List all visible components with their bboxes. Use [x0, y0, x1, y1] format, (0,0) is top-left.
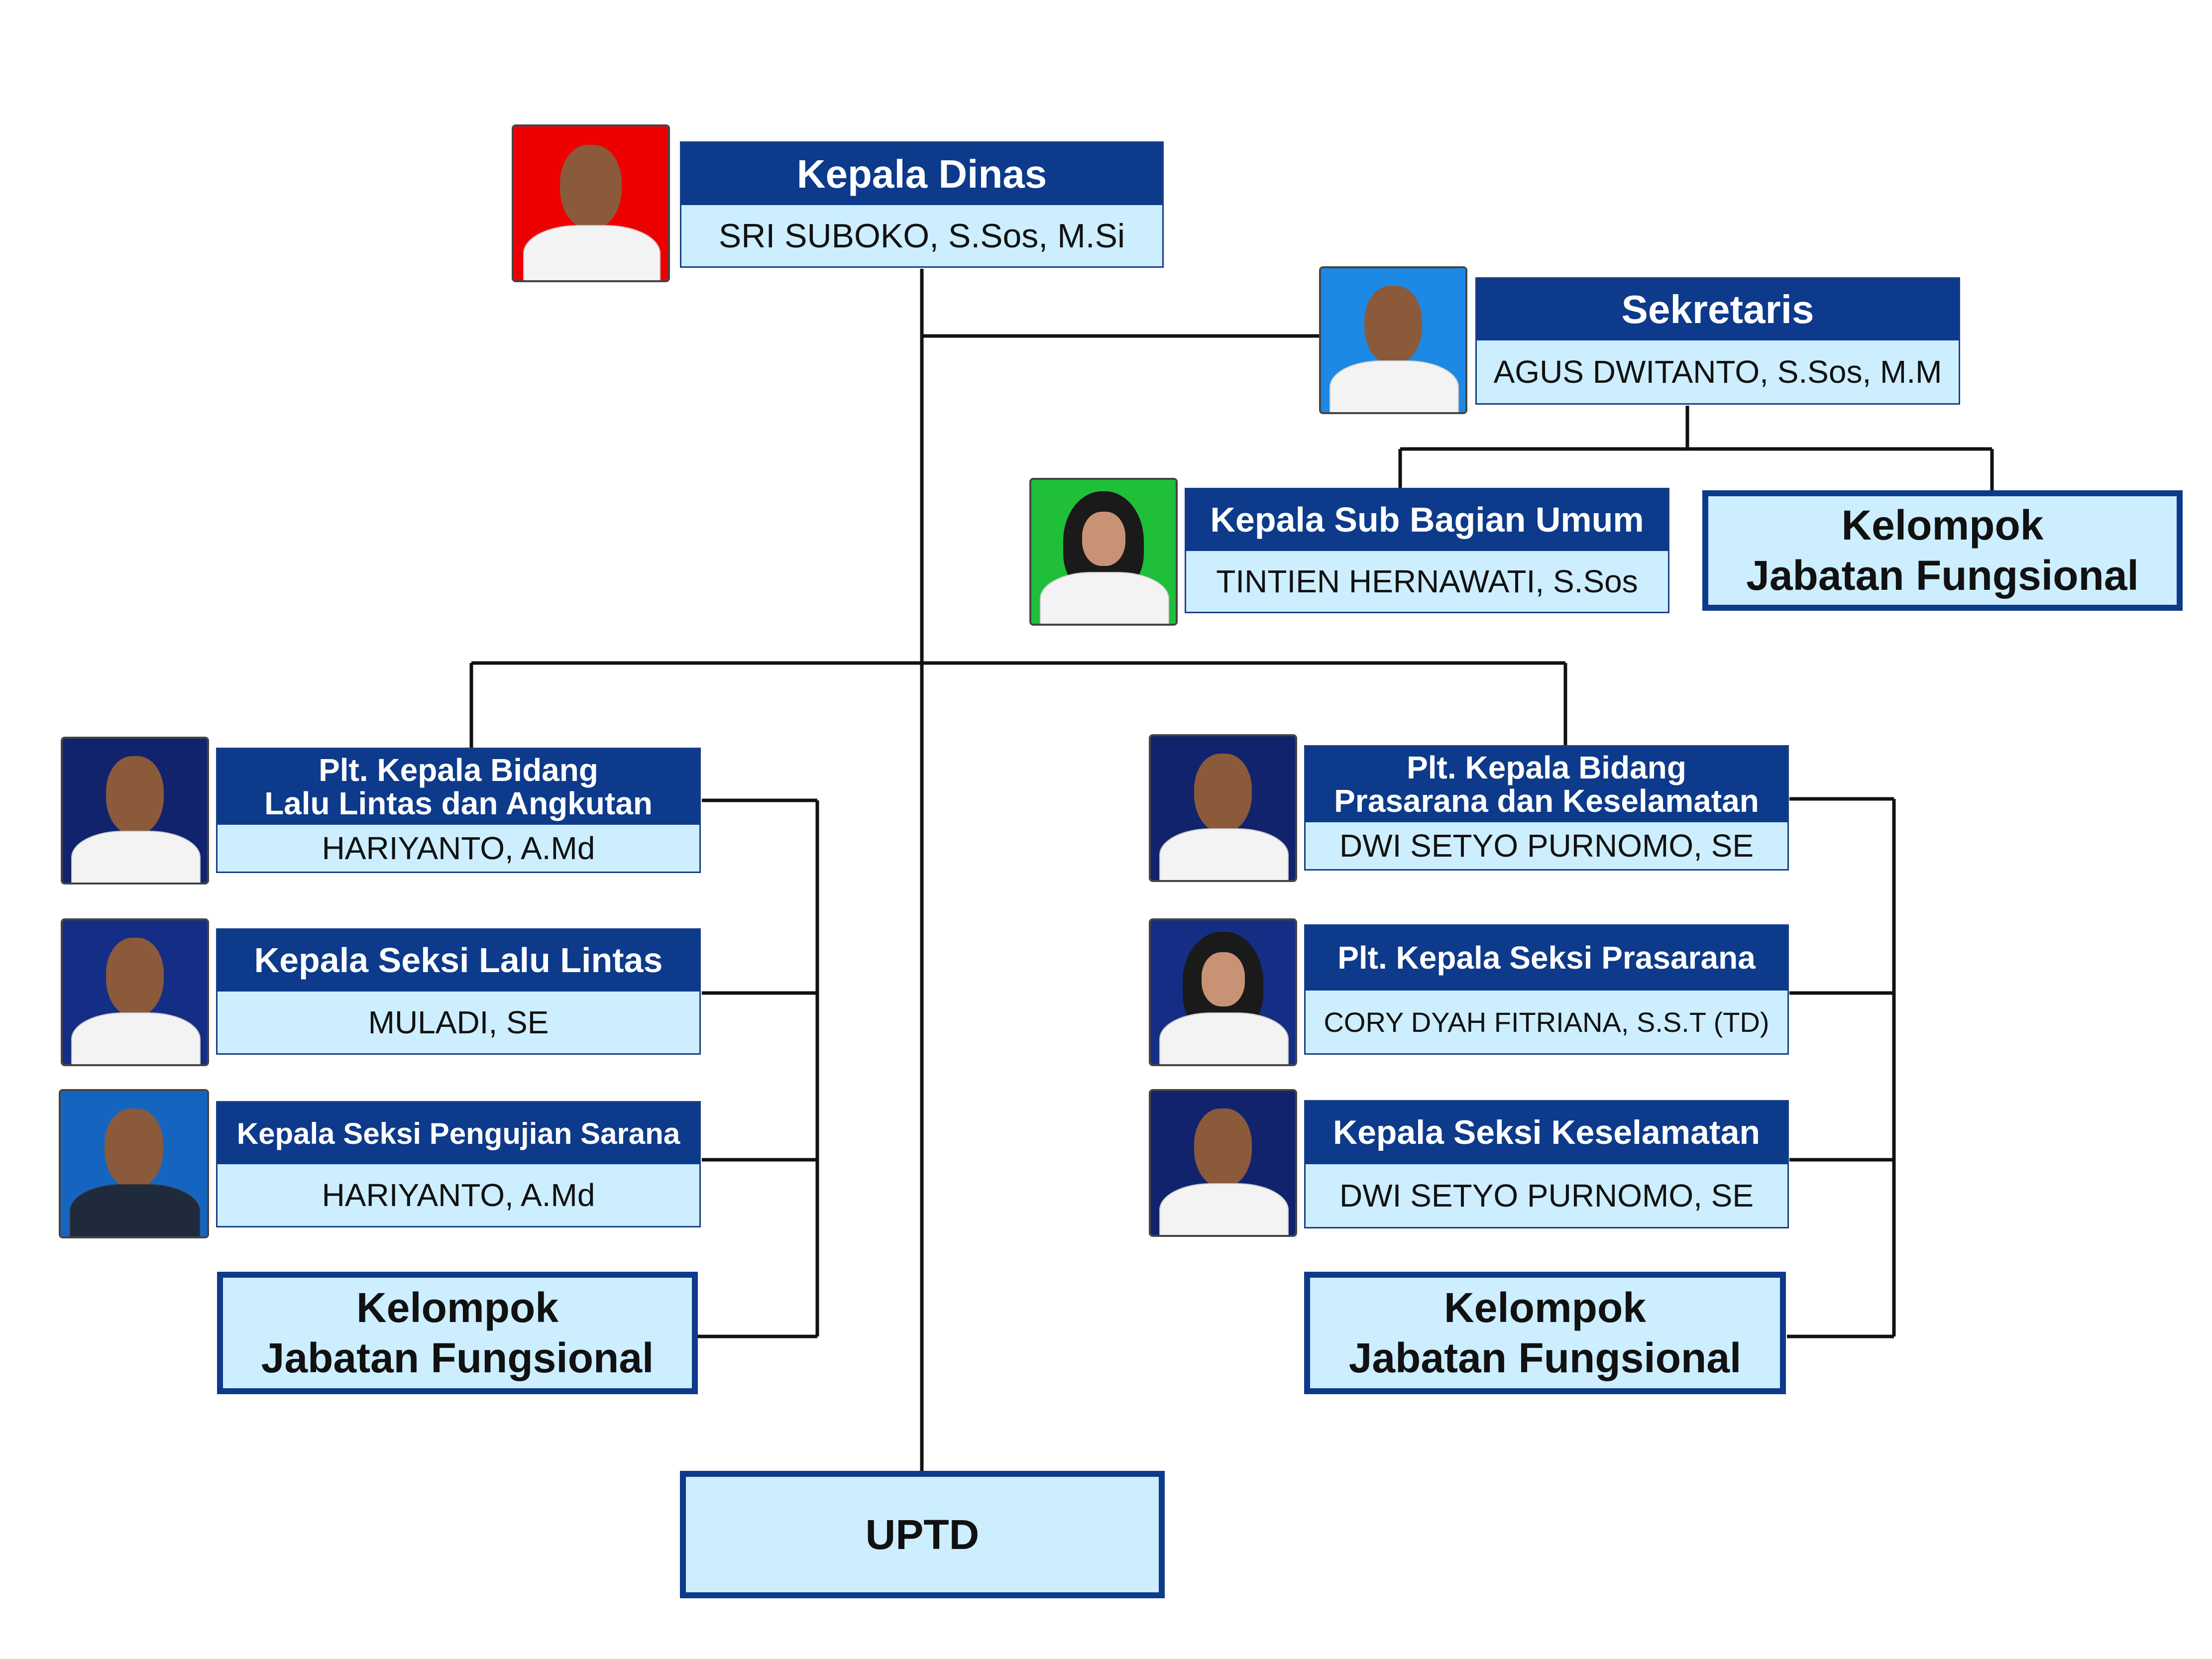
infra-section-1-name: CORY DYAH FITRIANA, S.S.T (TD) [1324, 1006, 1770, 1038]
uniform-icon [71, 830, 201, 883]
infra-section-1-box: Plt. Kepala Seksi Prasarana CORY DYAH FI… [1304, 924, 1789, 1055]
secretary-title: Sekretaris [1477, 279, 1959, 340]
functional-group-traffic: Kelompok Jabatan Fungsional [217, 1272, 698, 1394]
infra-section-1-photo [1149, 918, 1297, 1066]
uniform-icon [1329, 360, 1459, 412]
infra-head-photo [1149, 734, 1297, 882]
uniform-icon [1159, 828, 1289, 880]
traffic-section-1-photo [61, 918, 209, 1066]
traffic-section-1-title: Kepala Seksi Lalu Lintas [218, 930, 699, 992]
functional-group-infra: Kelompok Jabatan Fungsional [1304, 1272, 1786, 1394]
traffic-section-1-name: MULADI, SE [368, 1004, 549, 1040]
uniform-icon [1040, 571, 1169, 624]
traffic-section-2-name: HARIYANTO, A.Md [322, 1177, 595, 1213]
traffic-head-photo [61, 737, 209, 885]
traffic-section-2-box: Kepala Seksi Pengujian Sarana HARIYANTO,… [216, 1101, 701, 1227]
sub-general-photo [1029, 478, 1178, 626]
person-head-icon [560, 145, 622, 230]
infra-section-2-name: DWI SETYO PURNOMO, SE [1339, 1178, 1754, 1214]
traffic-head-title: Plt. Kepala Bidang Lalu Lintas dan Angku… [218, 749, 699, 825]
head-photo [512, 124, 670, 282]
secretary-box: Sekretaris AGUS DWITANTO, S.Sos, M.M [1475, 277, 1960, 405]
sub-general-name: TINTIEN HERNAWATI, S.Sos [1216, 563, 1638, 599]
person-head-icon [1194, 753, 1252, 833]
uniform-icon [71, 1012, 201, 1064]
infra-section-1-title: Plt. Kepala Seksi Prasarana [1306, 926, 1787, 991]
person-head-icon [106, 937, 164, 1017]
person-face-icon [1201, 952, 1245, 1007]
head-title: Kepala Dinas [681, 143, 1162, 205]
traffic-section-2-photo [59, 1089, 209, 1238]
uniform-icon [1159, 1183, 1289, 1235]
person-head-icon [106, 756, 164, 835]
person-head-icon [105, 1108, 163, 1189]
sub-general-title: Kepala Sub Bagian Umum [1186, 489, 1668, 551]
infra-section-2-title: Kepala Seksi Keselamatan [1306, 1102, 1787, 1164]
infra-head-title: Plt. Kepala Bidang Prasarana dan Keselam… [1306, 747, 1787, 822]
uniform-icon [523, 224, 661, 280]
infra-head-name: DWI SETYO PURNOMO, SE [1339, 828, 1754, 864]
functional-group-top: Kelompok Jabatan Fungsional [1702, 490, 2183, 611]
traffic-head-name: HARIYANTO, A.Md [322, 830, 595, 866]
secretary-photo [1319, 266, 1467, 414]
person-head-icon [1364, 285, 1422, 365]
person-face-icon [1082, 511, 1125, 566]
traffic-section-1-box: Kepala Seksi Lalu Lintas MULADI, SE [216, 928, 701, 1055]
infra-section-2-photo [1149, 1089, 1297, 1237]
head-name: SRI SUBOKO, S.Sos, M.Si [718, 217, 1125, 255]
uniform-icon [69, 1184, 201, 1236]
head-box: Kepala Dinas SRI SUBOKO, S.Sos, M.Si [680, 141, 1164, 268]
uniform-icon [1159, 1012, 1289, 1064]
infra-head-box: Plt. Kepala Bidang Prasarana dan Keselam… [1304, 745, 1789, 871]
secretary-name: AGUS DWITANTO, S.Sos, M.M [1493, 354, 1942, 390]
traffic-section-2-title: Kepala Seksi Pengujian Sarana [218, 1103, 699, 1164]
uptd-box: UPTD [680, 1471, 1165, 1598]
traffic-head-box: Plt. Kepala Bidang Lalu Lintas dan Angku… [216, 748, 701, 873]
sub-general-box: Kepala Sub Bagian Umum TINTIEN HERNAWATI… [1185, 488, 1669, 613]
infra-section-2-box: Kepala Seksi Keselamatan DWI SETYO PURNO… [1304, 1100, 1789, 1228]
person-head-icon [1194, 1108, 1252, 1188]
